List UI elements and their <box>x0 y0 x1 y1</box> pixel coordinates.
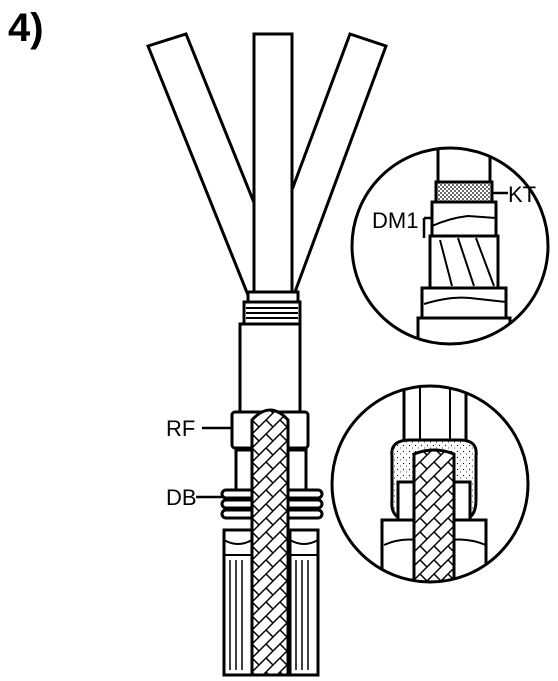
sleeve <box>238 322 302 416</box>
cable-assembly <box>146 32 388 677</box>
left-leg <box>222 528 254 677</box>
detail-circle-bottom <box>330 384 530 584</box>
dm1-label: DM1 <box>372 208 418 233</box>
detail-circle-top: KT DM1 <box>350 146 550 346</box>
right-leg <box>288 528 320 677</box>
step-number: 4) <box>8 6 44 50</box>
db-label: DB <box>166 485 197 510</box>
braided-shield <box>250 408 290 677</box>
rf-label: RF <box>166 416 195 441</box>
kt-label: KT <box>508 182 536 207</box>
center-conductor <box>252 32 294 298</box>
kt-tape <box>434 180 494 204</box>
